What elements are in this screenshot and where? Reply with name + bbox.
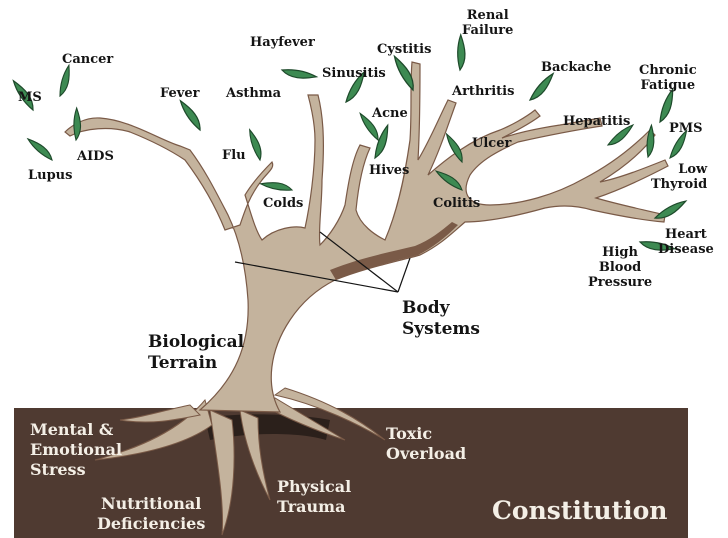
label-ulcer: Ulcer xyxy=(472,136,512,151)
label-ms: MS xyxy=(18,90,42,105)
trunk xyxy=(64,61,669,413)
label-colitis: Colitis xyxy=(433,196,481,211)
label-hayfever: Hayfever xyxy=(250,35,315,50)
label-toxic-overload: Toxic Overload xyxy=(386,424,467,463)
leaf-10 xyxy=(393,55,415,91)
label-fever: Fever xyxy=(160,86,200,101)
label-flu: Flu xyxy=(222,148,246,163)
label-heart-disease: Heart Disease xyxy=(658,227,714,257)
leaf-16 xyxy=(648,88,685,123)
label-backache: Backache xyxy=(541,60,612,75)
label-cystitis: Cystitis xyxy=(377,42,432,57)
leaf-11 xyxy=(444,34,477,71)
leaf-6 xyxy=(281,56,318,91)
label-hepatitis: Hepatitis xyxy=(563,114,631,129)
label-low-thyroid: Low Thyroid xyxy=(651,162,708,192)
leaf-21 xyxy=(654,200,687,219)
label-aids: AIDS xyxy=(77,149,114,164)
label-renal-failure: Renal Failure xyxy=(462,8,514,38)
leaf-7 xyxy=(244,129,266,161)
trunk-shadow xyxy=(330,222,458,280)
label-colds: Colds xyxy=(263,196,304,211)
label-asthma: Asthma xyxy=(226,86,282,101)
body-systems-pointers xyxy=(234,231,411,293)
label-high-blood-pressure: High Blood Pressure xyxy=(588,245,653,290)
label-constitution: Constitution xyxy=(492,496,668,525)
label-hives: Hives xyxy=(369,163,410,178)
leaf-3 xyxy=(27,132,53,166)
leaf-14 xyxy=(523,72,560,101)
label-pms: PMS xyxy=(669,121,703,136)
label-arthritis: Arthritis xyxy=(452,84,515,99)
roots xyxy=(94,387,386,536)
label-nutritional-deficiencies: Nutritional Deficiencies xyxy=(97,494,206,533)
leaf-5 xyxy=(179,98,201,133)
label-body-systems: Body Systems xyxy=(402,298,480,339)
label-sinusitis: Sinusitis xyxy=(322,66,386,81)
label-biological-terrain: Biological Terrain xyxy=(148,332,245,373)
label-cancer: Cancer xyxy=(62,52,114,67)
label-mental-emotional-stress: Mental & Emotional Stress xyxy=(30,420,123,479)
label-physical-trauma: Physical Trauma xyxy=(277,477,352,516)
label-lupus: Lupus xyxy=(28,168,73,183)
leaf-2 xyxy=(48,64,81,97)
label-acne: Acne xyxy=(372,106,408,121)
label-chronic-fatigue: Chronic Fatigue xyxy=(639,63,697,93)
